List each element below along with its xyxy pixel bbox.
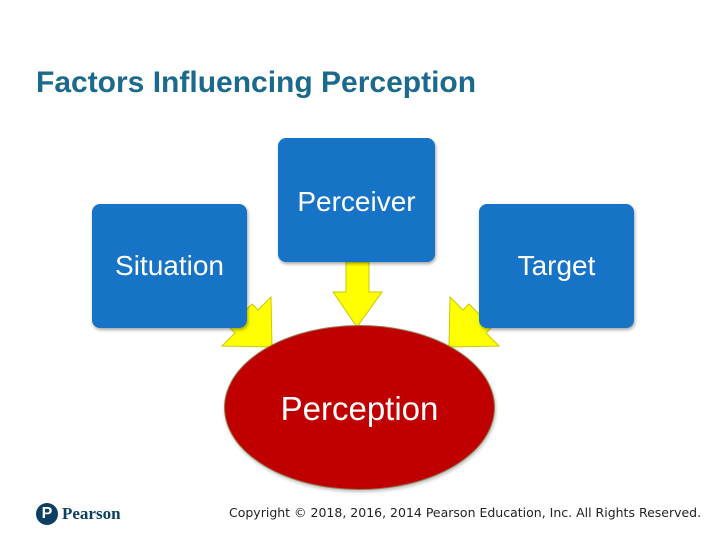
- arrow-perceiver-to-perception: [332, 261, 383, 328]
- pearson-p-icon: P: [36, 503, 58, 525]
- node-perceiver-label: Perceiver: [297, 186, 416, 217]
- copyright-text: Copyright © 2018, 2016, 2014 Pearson Edu…: [229, 505, 702, 520]
- node-perception-label: Perception: [280, 390, 439, 427]
- node-situation-label: Situation: [115, 250, 224, 281]
- node-situation: Situation: [92, 204, 247, 328]
- node-target: Target: [479, 204, 634, 328]
- pearson-wordmark: Pearson: [62, 504, 121, 523]
- node-target-label: Target: [517, 250, 596, 281]
- node-perceiver: Perceiver: [278, 138, 435, 262]
- pearson-logo: P Pearson: [36, 502, 121, 526]
- node-perception: Perception: [224, 325, 495, 490]
- slide-title: Factors Influencing Perception: [36, 66, 477, 99]
